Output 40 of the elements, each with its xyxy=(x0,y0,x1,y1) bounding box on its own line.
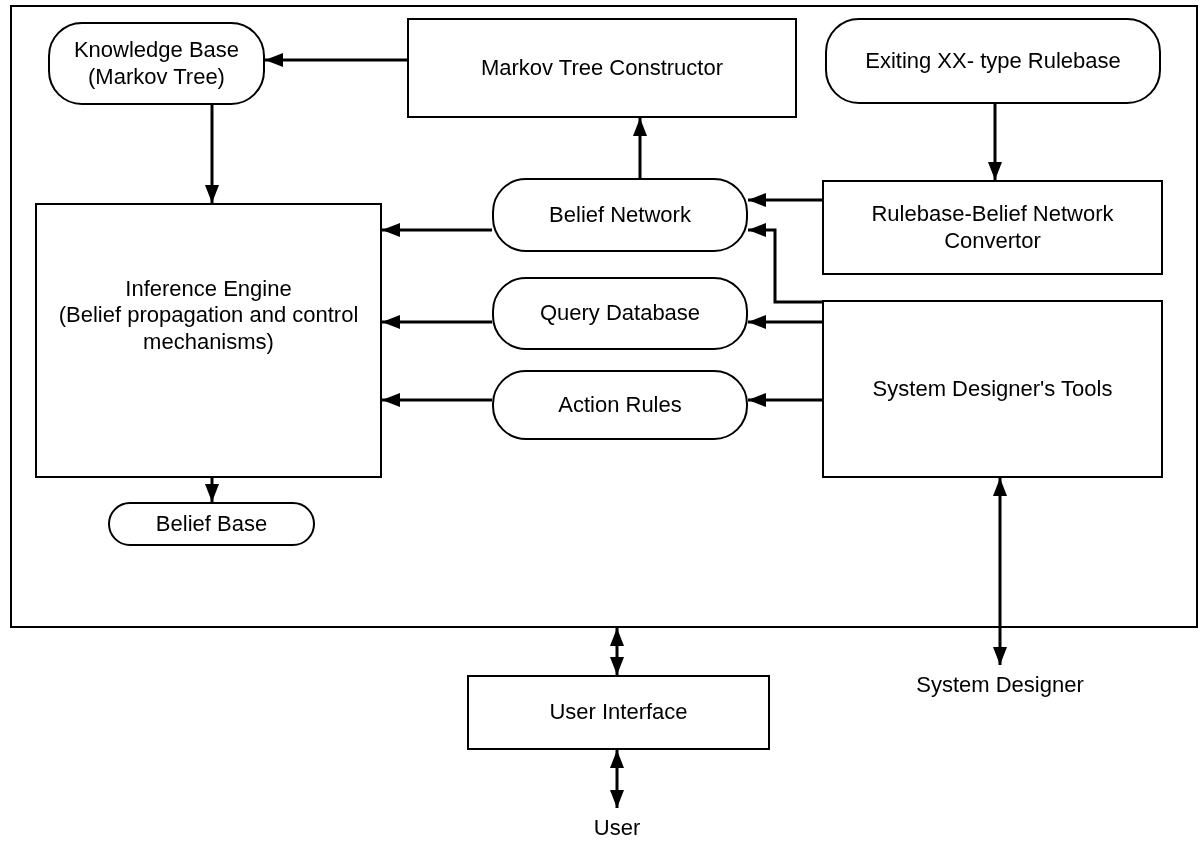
arrow xyxy=(382,223,492,237)
rounded-box xyxy=(48,22,265,105)
rounded-box xyxy=(825,18,1161,104)
process-box xyxy=(822,180,1163,275)
arrow xyxy=(610,750,624,808)
arrow xyxy=(610,628,624,675)
node-label: System Designer's Tools xyxy=(871,375,1114,403)
node-label: Markov Tree Constructor xyxy=(479,54,725,82)
process-box xyxy=(35,203,382,478)
process-box xyxy=(467,675,770,750)
process-box xyxy=(407,18,797,118)
arrow xyxy=(205,478,219,502)
actor-label: System Designer xyxy=(880,665,1120,705)
arrow xyxy=(993,478,1007,665)
arrow xyxy=(748,193,822,207)
rounded-box xyxy=(492,277,748,350)
arrow xyxy=(265,53,407,67)
rounded-box xyxy=(108,502,315,546)
node-label: User Interface xyxy=(548,699,689,726)
node-label: Exiting XX- type Rulebase xyxy=(864,47,1122,75)
arrow xyxy=(633,118,647,178)
process-box xyxy=(822,300,1163,478)
arrow xyxy=(382,315,492,329)
node-label: (Belief propagation and control mechanisms) xyxy=(57,302,360,356)
arrow xyxy=(748,315,822,329)
actor-label: User xyxy=(577,808,657,848)
system-boundary-box xyxy=(10,5,1198,628)
node-label: Belief Base xyxy=(154,510,269,538)
arrow xyxy=(748,393,822,407)
arrow xyxy=(205,105,219,203)
rounded-box xyxy=(492,178,748,252)
arrow xyxy=(988,104,1002,180)
arrow xyxy=(748,223,822,304)
node-label: Knowledge Base (Markov Tree) xyxy=(72,37,241,90)
node-label: Query Database xyxy=(538,300,702,327)
node-label: Rulebase-Belief Network Convertor xyxy=(870,201,1115,254)
node-label: Belief Network xyxy=(548,201,692,229)
node-label: Action Rules xyxy=(557,391,683,419)
arrow xyxy=(382,393,492,407)
node-label: Inference Engine xyxy=(124,275,293,303)
